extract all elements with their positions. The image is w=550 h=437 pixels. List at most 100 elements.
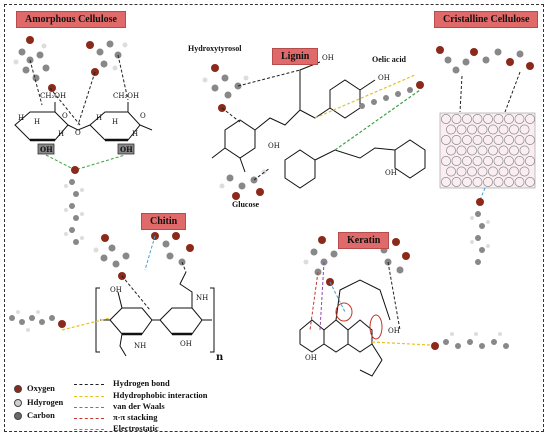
ch2oh-label: CH₂OH: [40, 92, 66, 100]
lattice-cell: [451, 114, 462, 124]
lattice-cell: [519, 124, 530, 135]
lattice-cell: [446, 145, 456, 156]
fatty-chain-keratin: [431, 332, 509, 350]
lattice-cell: [483, 156, 493, 166]
crystalline-molecule: [436, 46, 534, 74]
lattice-cell: [488, 124, 498, 135]
lattice-cell: [441, 177, 451, 187]
lattice-cell: [456, 145, 467, 156]
lattice-cell: [488, 145, 498, 156]
lattice-cell: [462, 156, 472, 166]
lattice-cell: [504, 135, 514, 145]
panel-label-amorphous-cellulose: Amorphous Cellulose: [16, 11, 126, 28]
lattice-cell: [498, 124, 509, 135]
keratin-molecule-left: [303, 236, 347, 286]
lattice-cell: [509, 145, 519, 156]
panel-label-keratin: Keratin: [338, 232, 390, 249]
lattice-cell: [498, 145, 509, 156]
o-label: O: [75, 129, 81, 137]
lattice-cell: [519, 145, 530, 156]
lattice-cell: [446, 166, 456, 177]
oh-label: OH: [40, 145, 53, 154]
keratin-structure: OH OH: [299, 279, 400, 377]
oxygen-legend-icon: [14, 385, 22, 393]
electrostatic-line-icon: [74, 429, 104, 430]
lattice-cell: [472, 156, 483, 166]
lattice-cell: [483, 177, 493, 187]
lattice-cell: [509, 124, 519, 135]
legend-electrostatic: Electrostatic: [113, 423, 159, 433]
h-label: H: [58, 130, 64, 138]
lattice-cell: [446, 124, 456, 135]
lattice-cell: [472, 135, 483, 145]
lattice-cell: [477, 166, 488, 177]
annotation-glucose: Glucose: [232, 200, 260, 209]
lattice-cell: [456, 166, 467, 177]
annotation-hydroxytyrosol: Hydroxytyrosol: [188, 44, 242, 53]
lattice-cell: [525, 135, 535, 145]
van-der-waals-line-icon: [74, 407, 104, 408]
lattice-cell: [483, 114, 493, 124]
lattice-cell: [477, 145, 488, 156]
lattice-cell: [483, 135, 493, 145]
lattice-cell: [504, 177, 514, 187]
lattice-cell: [525, 177, 535, 187]
hydrogen-legend-icon: [14, 399, 22, 407]
legend-pi-pi-stacking: π-π stacking: [113, 412, 158, 422]
lattice-cell: [472, 177, 483, 187]
h-label: H: [96, 114, 102, 122]
lattice-cell: [441, 114, 451, 124]
oleic-acid-chain: [359, 81, 424, 109]
lattice-cell: [451, 156, 462, 166]
legend-atom-carbon: Carbon: [27, 410, 55, 420]
lattice-cell: [441, 135, 451, 145]
hydrophobic-line-icon: [74, 396, 104, 397]
h-label: H: [112, 118, 118, 126]
lignin-structure: OH OH OH OH: [211, 54, 426, 189]
fatty-chain-chitin: [9, 310, 66, 332]
lattice-cell: [477, 124, 488, 135]
lattice-cell: [462, 114, 472, 124]
oh-label: OH: [378, 74, 390, 82]
glucose-molecule: [219, 169, 267, 200]
h-label: H: [34, 118, 40, 126]
lattice-cell: [514, 114, 525, 124]
legend-atom-hydrogen: Hdyrogen: [27, 397, 64, 407]
lattice-cell: [514, 177, 525, 187]
oh-label: OH: [388, 327, 400, 335]
lattice-cell: [462, 177, 472, 187]
lattice-cell: [451, 177, 462, 187]
h-label: H: [132, 130, 138, 138]
lattice-cell: [525, 156, 535, 166]
lattice-cell: [456, 124, 467, 135]
o-label: O: [62, 112, 68, 120]
repeat-n-label: n: [216, 352, 224, 363]
hydrogen-bond-line-icon: [74, 384, 104, 385]
amorphous-cellulose-structure: H H H H H H O O O CH₂OH CH₂OH OH OH: [14, 92, 153, 155]
hydroxytyrosol-molecule-left: [13, 36, 56, 92]
legend-hydrogen-bond: Hydrogen bond: [113, 378, 170, 388]
oh-label: OH: [385, 169, 397, 177]
crystalline-lattice: [439, 112, 536, 189]
lattice-cell: [498, 166, 509, 177]
hydroxytyrosol-molecule: [202, 64, 249, 112]
lattice-cell: [504, 156, 514, 166]
legend-hydrophobic-interaction: Hdydrophobic interaction: [113, 390, 208, 400]
lattice-cell: [493, 135, 504, 145]
oh-label: OH: [180, 340, 192, 348]
lattice-cell: [467, 124, 477, 135]
lattice-cell: [488, 166, 498, 177]
oh-label: OH: [322, 54, 334, 62]
lattice-cell: [509, 166, 519, 177]
lattice-cell: [462, 135, 472, 145]
chitin-structure: OH NH NH OH n: [95, 271, 224, 363]
oh-label: OH: [110, 286, 122, 294]
chitin-molecule-right: [151, 232, 194, 266]
lattice-cell: [441, 156, 451, 166]
lattice-cell: [451, 135, 462, 145]
nh-label: NH: [134, 342, 146, 350]
figure-frame: [4, 4, 544, 432]
lattice-cell: [467, 145, 477, 156]
